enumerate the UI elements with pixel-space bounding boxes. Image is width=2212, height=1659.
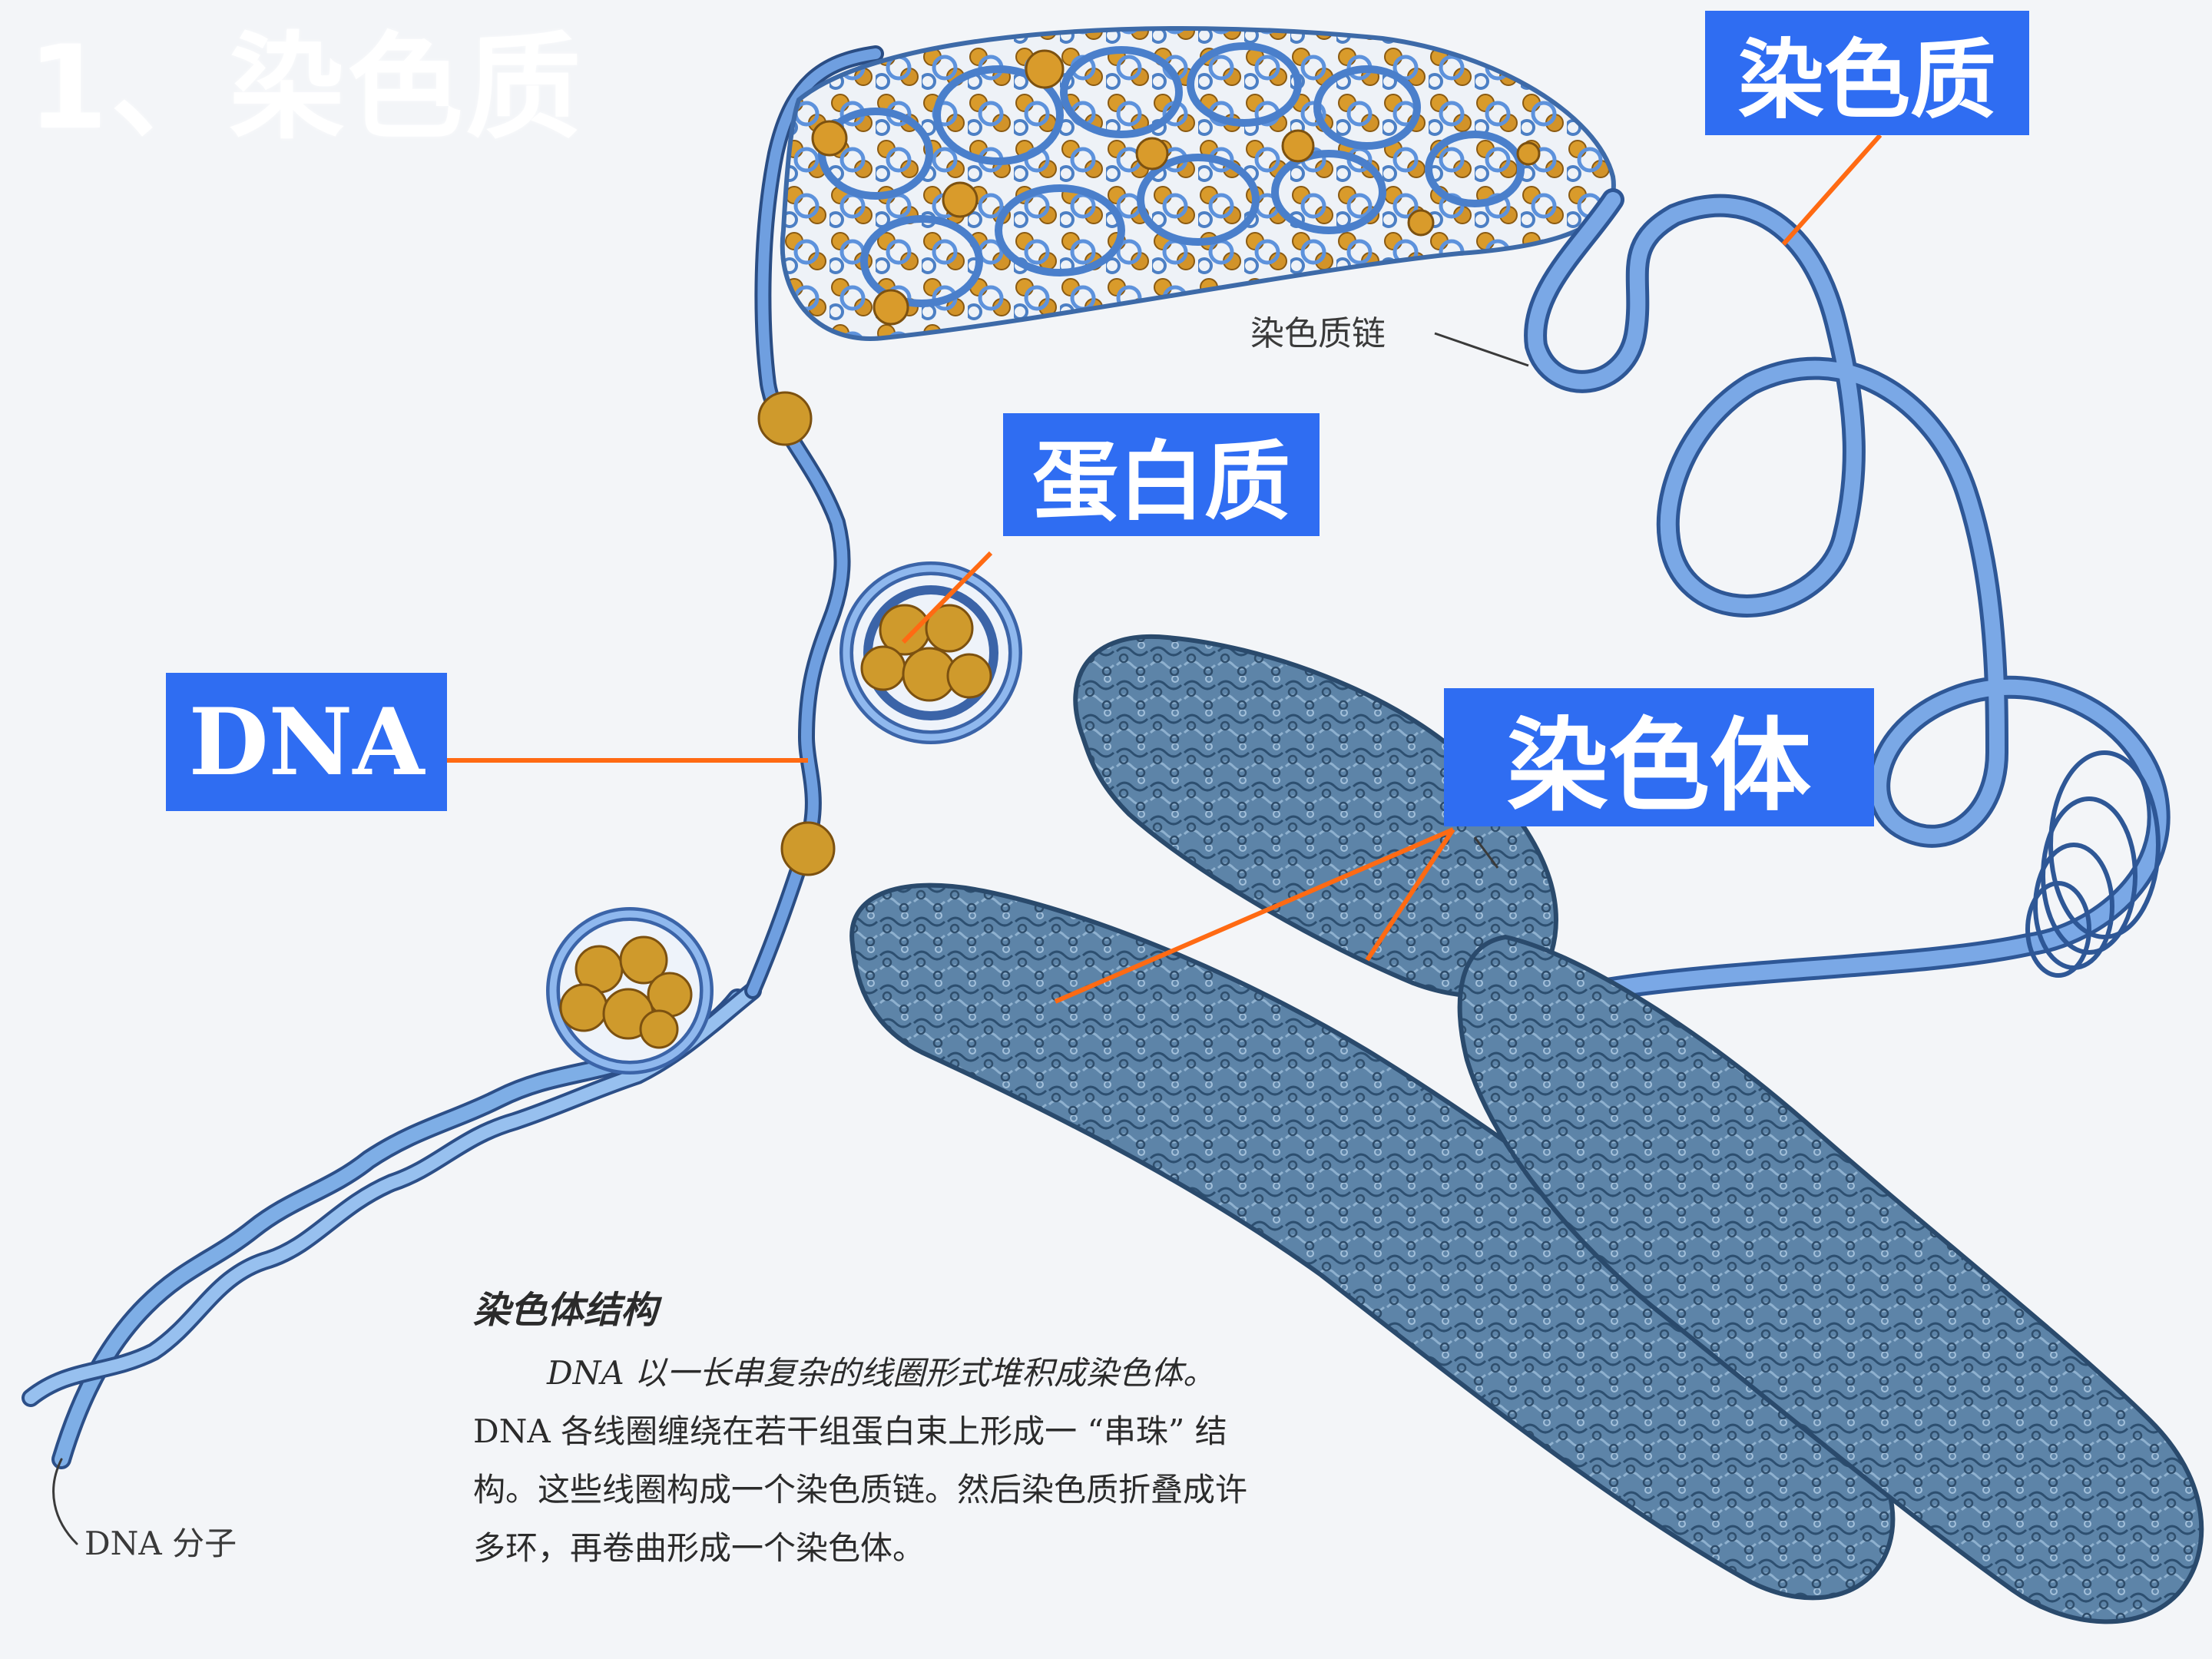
leader-lines <box>1434 332 1529 869</box>
chromatin-chain-label: 染色质链 <box>1250 314 1386 353</box>
caption-title: 染色体结构 <box>473 1289 658 1332</box>
helix-strand-b-fill <box>25 985 759 1404</box>
pointer-chromatin <box>1781 134 1883 246</box>
slide-title: 1、染色质 <box>28 22 584 155</box>
chromosome <box>849 634 2204 1624</box>
pointer-chromosome-b <box>1365 828 1455 962</box>
dna-molecule-label: DNA 分子 <box>84 1525 237 1562</box>
chromatid-upper-left-arm <box>1073 634 1558 998</box>
caption-line: DNA 各线圈缠绕在若干组蛋白束上形成一 “串珠” 结 <box>473 1412 1227 1450</box>
chromatin-fiber-loops <box>1524 188 2171 1002</box>
label-chromosome: 染色体 <box>1444 688 1874 826</box>
pointer-lines <box>447 134 1883 1004</box>
helix-tail <box>52 1458 78 1545</box>
chromatid-right-arm <box>1457 934 2204 1624</box>
caption-line: 构。这些线圈构成一个染色质链。然后染色质折叠成许 <box>473 1471 1248 1508</box>
figure-caption: 染色体结构 DNA 以一长串复杂的线圈形式堆积成染色体。 DNA 各线圈缠绕在若… <box>473 1280 1456 1578</box>
pointer-protein <box>901 551 993 644</box>
nucleosome-middle <box>839 561 1022 744</box>
pointer-chromosome-a <box>1054 827 1455 1004</box>
caption-line: DNA 以一长串复杂的线圈形式堆积成染色体。 <box>547 1354 1216 1392</box>
linker-beads <box>757 391 836 876</box>
chromatin-coil <box>780 26 1616 341</box>
label-protein: 蛋白质 <box>1003 413 1320 536</box>
label-dna: DNA <box>166 673 447 811</box>
label-chromatin: 染色质 <box>1705 11 2029 135</box>
nucleosome-lower <box>546 907 714 1075</box>
caption-line: 多环，再卷曲形成一个染色体。 <box>473 1529 926 1567</box>
